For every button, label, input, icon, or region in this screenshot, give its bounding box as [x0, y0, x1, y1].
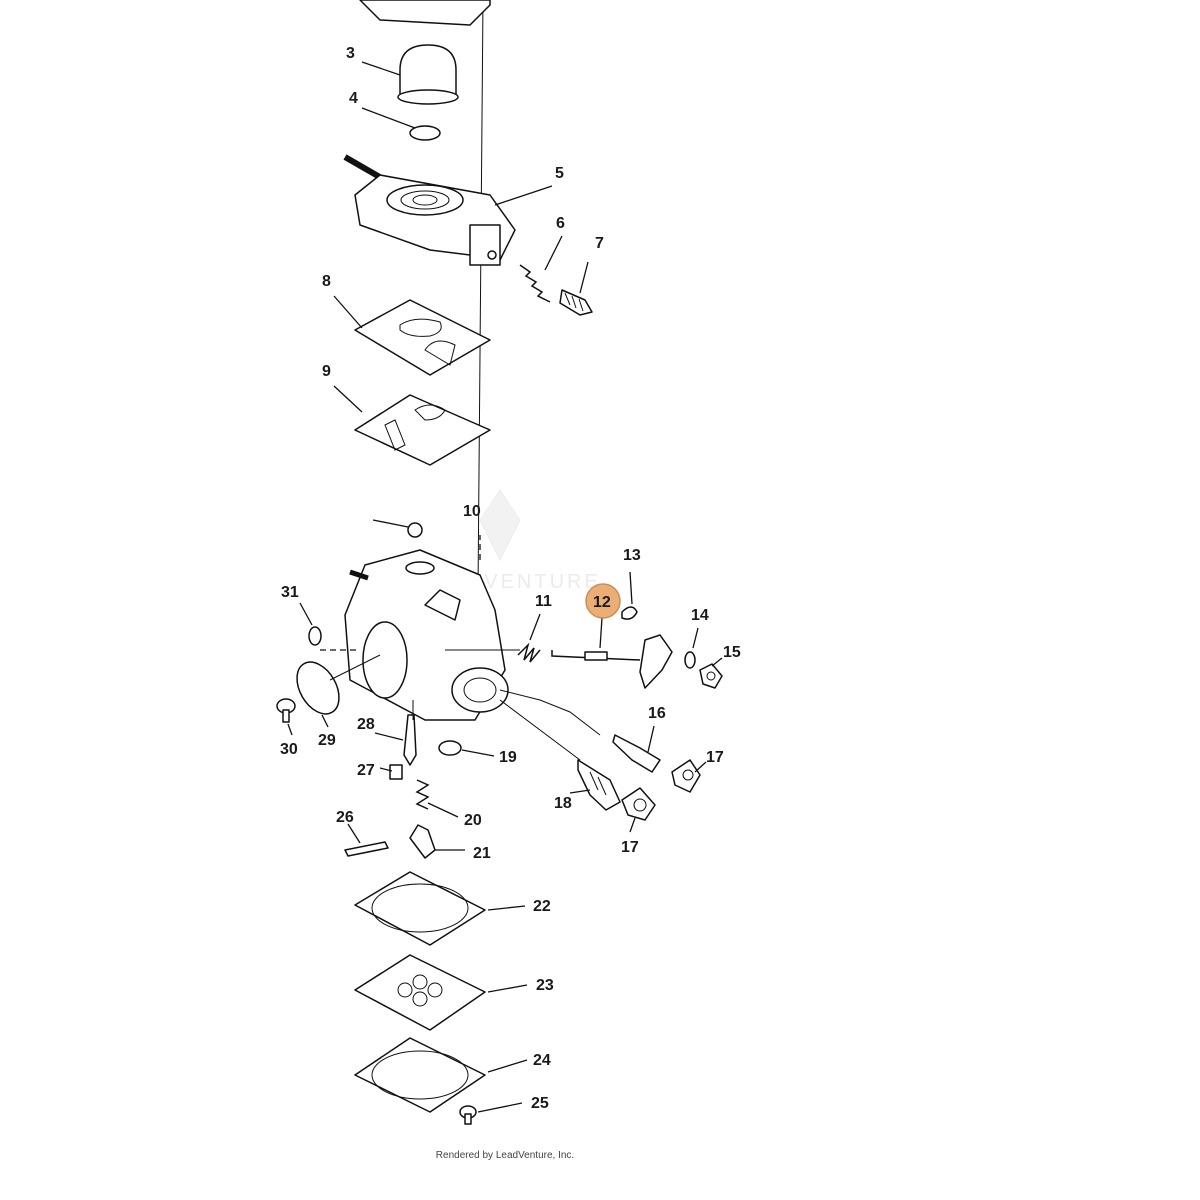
part-label-25[interactable]: 25 — [531, 1095, 549, 1112]
adjusting-screw-part-7 — [559, 289, 593, 316]
pump-cover-part — [343, 154, 516, 266]
part-label-13[interactable]: 13 — [623, 547, 641, 564]
part-label-14[interactable]: 14 — [691, 607, 709, 624]
part-label-28[interactable]: 28 — [357, 716, 375, 733]
part-label-17-lower[interactable]: 17 — [621, 839, 639, 856]
part-label-12[interactable]: 12 — [593, 594, 611, 611]
part-label-10[interactable]: 10 — [463, 503, 481, 520]
part-label-30[interactable]: 30 — [280, 741, 298, 758]
clip-part-13 — [621, 606, 638, 620]
screw-part-27 — [389, 764, 403, 780]
screw-part-30 — [276, 698, 296, 723]
part-label-20[interactable]: 20 — [464, 812, 482, 829]
needle-part-16 — [612, 734, 661, 773]
gasket-part-24 — [354, 1037, 486, 1113]
top-cover-part — [359, 0, 491, 26]
part-label-22[interactable]: 22 — [533, 898, 551, 915]
highlight-marker-12 — [585, 583, 621, 619]
carburetor-body-part-10 — [344, 522, 509, 721]
washer-part-14 — [684, 651, 696, 669]
part-label-31[interactable]: 31 — [281, 584, 299, 601]
pin-part-26 — [344, 841, 389, 857]
inlet-needle-part-28 — [403, 714, 417, 766]
part-label-5[interactable]: 5 — [555, 165, 564, 182]
part-label-7[interactable]: 7 — [595, 235, 604, 252]
clip-part-31 — [308, 626, 322, 646]
screw-part-25 — [459, 1105, 477, 1125]
gasket-part-22 — [354, 871, 486, 946]
part-label-6[interactable]: 6 — [556, 215, 565, 232]
part-label-9[interactable]: 9 — [322, 363, 331, 380]
leader-lines — [287, 61, 723, 1113]
primer-bulb-part — [397, 44, 459, 105]
footer-credit: Rendered by LeadVenture, Inc. — [435, 1150, 575, 1161]
part-label-23[interactable]: 23 — [536, 977, 554, 994]
limiter-cap-part-17-upper — [671, 759, 701, 793]
throttle-plate-part-29 — [296, 661, 340, 715]
metering-lever-part-21 — [409, 824, 436, 859]
part-label-19[interactable]: 19 — [499, 749, 517, 766]
part-label-21[interactable]: 21 — [473, 845, 491, 862]
throttle-shaft-part-12 — [551, 650, 641, 661]
throttle-lever — [639, 634, 673, 689]
part-labels: 3 4 5 6 7 8 9 10 11 12 13 14 15 16 17 17… — [280, 45, 741, 1112]
part-label-11[interactable]: 11 — [535, 593, 552, 610]
part-label-4[interactable]: 4 — [349, 90, 358, 107]
plug-part-19 — [438, 740, 462, 756]
spring-part-6 — [519, 264, 551, 303]
part-label-3[interactable]: 3 — [346, 45, 355, 62]
part-label-8[interactable]: 8 — [322, 273, 331, 290]
needle-part-18 — [577, 759, 621, 811]
limiter-cap-part-17-lower — [621, 787, 656, 821]
spring-part-20 — [415, 779, 430, 810]
part-label-17-upper[interactable]: 17 — [706, 749, 724, 766]
valve-disc-part — [409, 125, 441, 141]
part-label-26[interactable]: 26 — [336, 809, 354, 826]
diaphragm-part-23 — [354, 954, 486, 1031]
part-label-18[interactable]: 18 — [554, 795, 572, 812]
center-axis-line — [477, 0, 484, 591]
gasket-part-8 — [354, 299, 491, 376]
part-label-24[interactable]: 24 — [533, 1052, 551, 1069]
nut-part-15 — [699, 663, 723, 689]
part-label-16[interactable]: 16 — [648, 705, 666, 722]
part-label-29[interactable]: 29 — [318, 732, 336, 749]
diaphragm-part-9 — [354, 394, 491, 466]
part-label-27[interactable]: 27 — [357, 762, 375, 779]
part-label-15[interactable]: 15 — [723, 644, 741, 661]
spring-part-11 — [517, 642, 541, 663]
